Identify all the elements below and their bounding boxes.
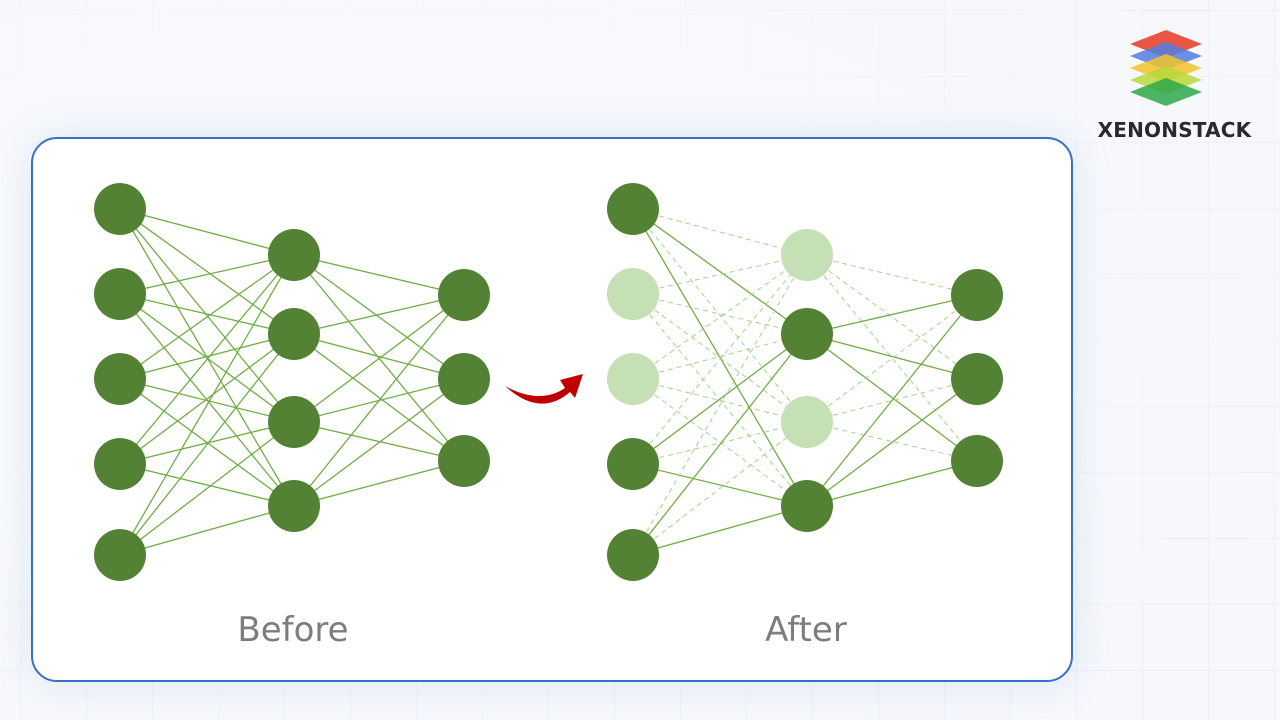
- pruned-neuron: [781, 396, 833, 448]
- edge: [806, 460, 978, 507]
- edge: [632, 208, 808, 335]
- edge: [632, 333, 808, 556]
- edge: [119, 208, 295, 335]
- pruned-edge: [806, 254, 978, 462]
- edge: [293, 460, 465, 507]
- pruned-edge: [632, 378, 808, 507]
- neuron: [438, 269, 490, 321]
- edge: [119, 333, 295, 556]
- network-before: [94, 183, 490, 581]
- neuron: [438, 353, 490, 405]
- pruned-edge: [806, 421, 978, 462]
- caption-after: After: [765, 610, 847, 650]
- pruned-neuron: [781, 229, 833, 281]
- edge: [119, 505, 295, 556]
- pruned-edge: [632, 208, 808, 423]
- edge: [119, 333, 295, 465]
- neuron: [268, 229, 320, 281]
- edge: [806, 333, 978, 380]
- edge: [806, 378, 978, 507]
- edge: [293, 421, 465, 462]
- pruned-edge: [632, 293, 808, 423]
- neuron: [781, 308, 833, 360]
- edge: [119, 463, 295, 507]
- neuron: [607, 438, 659, 490]
- transition-arrow-icon: [505, 374, 583, 404]
- edge: [119, 254, 295, 380]
- pruned-neuron: [607, 353, 659, 405]
- edge: [119, 208, 295, 423]
- neuron: [951, 269, 1003, 321]
- edges-before: [119, 208, 465, 556]
- pruned-edge: [806, 254, 978, 380]
- edge: [119, 421, 295, 465]
- pruned-edge: [632, 421, 808, 556]
- nodes-before: [94, 183, 490, 581]
- neuron: [607, 183, 659, 235]
- pruned-edge: [632, 378, 808, 423]
- neuron: [268, 308, 320, 360]
- neuron: [94, 529, 146, 581]
- caption-before: Before: [237, 610, 349, 650]
- edge: [293, 294, 465, 507]
- neuron: [94, 438, 146, 490]
- brand-name: XENONSTACK: [1097, 118, 1252, 142]
- edge: [806, 333, 978, 462]
- pruned-edge: [632, 421, 808, 465]
- nodes-after: [607, 183, 1003, 581]
- edge: [632, 208, 808, 507]
- edge: [293, 378, 465, 507]
- pruned-edge: [806, 378, 978, 423]
- pruned-edge: [632, 254, 808, 556]
- edge: [119, 378, 295, 423]
- edge: [119, 293, 295, 423]
- pruned-edge: [632, 208, 808, 256]
- edges-after: [632, 208, 978, 556]
- network-after: [607, 183, 1003, 581]
- neuron: [94, 353, 146, 405]
- edge: [293, 254, 465, 380]
- neuron: [951, 353, 1003, 405]
- pruned-neuron: [607, 268, 659, 320]
- pruned-edge: [632, 293, 808, 335]
- edge: [293, 333, 465, 462]
- neuron: [438, 435, 490, 487]
- neuron: [607, 529, 659, 581]
- edge: [119, 421, 295, 556]
- pruned-edge: [632, 333, 808, 380]
- neuron: [94, 268, 146, 320]
- neuron: [268, 480, 320, 532]
- neuron: [268, 396, 320, 448]
- edge: [806, 294, 978, 335]
- edge: [119, 333, 295, 380]
- edge: [119, 293, 295, 335]
- stacked-layers-icon: [1130, 30, 1202, 106]
- neuron: [781, 480, 833, 532]
- pruned-edge: [632, 254, 808, 295]
- brand-logo: XENONSTACK: [1092, 28, 1257, 148]
- edge: [119, 254, 295, 295]
- pruned-edge: [632, 293, 808, 507]
- edge: [632, 333, 808, 465]
- edge: [293, 294, 465, 335]
- edge: [119, 254, 295, 556]
- edge: [119, 254, 295, 465]
- pruned-edge: [632, 254, 808, 380]
- edge: [119, 208, 295, 256]
- edge: [632, 505, 808, 556]
- edge: [293, 254, 465, 296]
- edge: [293, 333, 465, 380]
- neuron: [951, 435, 1003, 487]
- pruned-edge: [632, 254, 808, 465]
- neuron: [94, 183, 146, 235]
- pruned-edge: [806, 254, 978, 296]
- edge: [806, 294, 978, 507]
- edge: [293, 294, 465, 423]
- edge: [632, 463, 808, 507]
